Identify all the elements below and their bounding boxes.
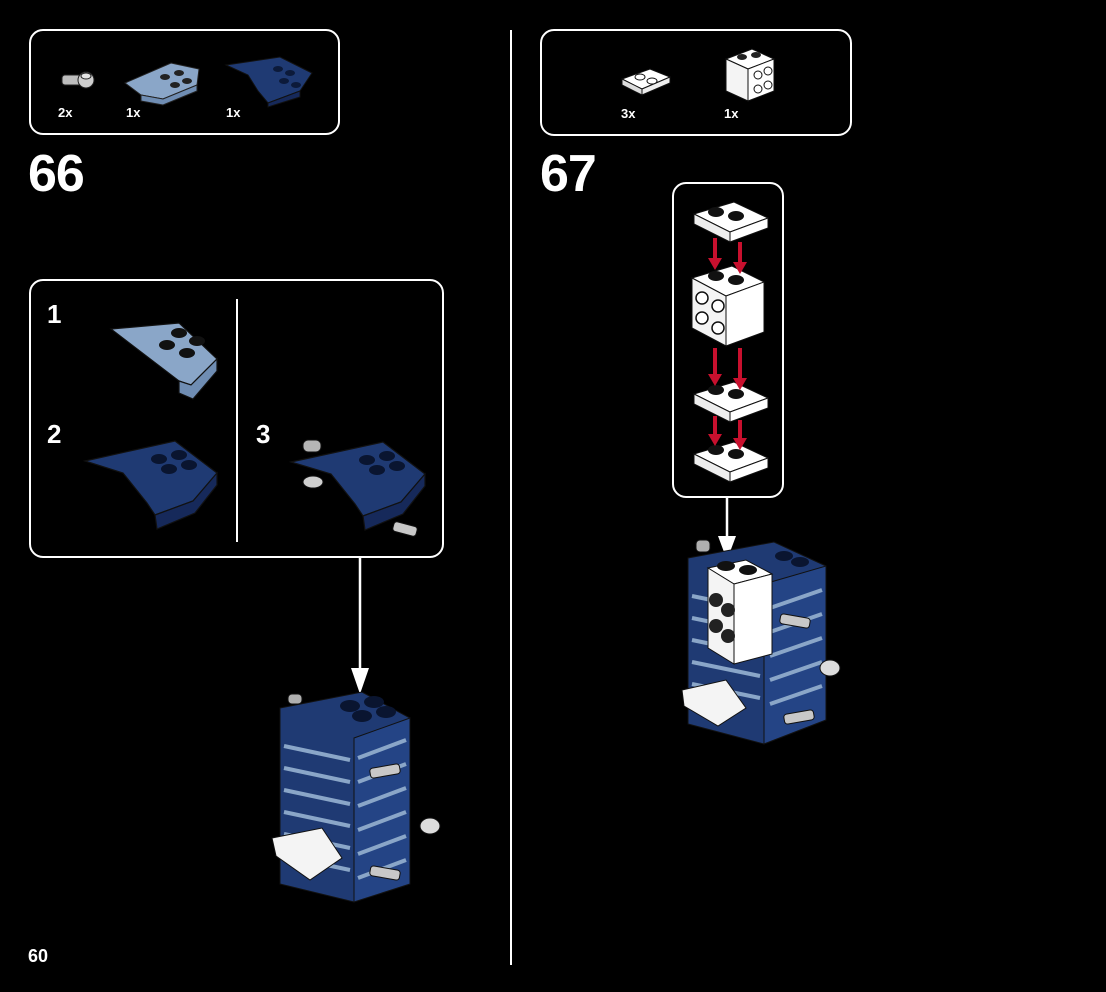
step-number-66: 66 bbox=[28, 145, 85, 203]
sand-blue-wedge-plate-icon bbox=[109, 322, 218, 400]
white-plate-1x2-icon bbox=[620, 68, 672, 96]
part-qty: 2x bbox=[58, 105, 73, 120]
dark-blue-wedge-with-clips-icon bbox=[288, 439, 426, 537]
dark-blue-wedge-plate-icon bbox=[82, 440, 218, 530]
page-divider bbox=[510, 30, 512, 965]
white-brick-with-studs-on-side-icon bbox=[724, 48, 776, 102]
part-qty: 1x bbox=[126, 105, 141, 120]
model-step-67-icon bbox=[681, 539, 841, 745]
substep-divider bbox=[236, 299, 238, 542]
sand-blue-wedge-plate-icon bbox=[124, 62, 200, 106]
step-number-67: 67 bbox=[540, 145, 597, 203]
substep-number-3: 3 bbox=[256, 419, 271, 449]
subassembly-callout bbox=[672, 182, 784, 498]
arrow-down-icon bbox=[351, 558, 369, 694]
white-stack-assembly-icon bbox=[690, 201, 770, 483]
dark-blue-wedge-plate-icon bbox=[224, 56, 313, 108]
substep-panel: 1 2 3 bbox=[29, 279, 444, 558]
parts-callout-step-67: 3x 1x bbox=[540, 29, 852, 136]
part-qty: 3x bbox=[621, 106, 636, 121]
part-qty: 1x bbox=[724, 106, 739, 121]
substep-number-1: 1 bbox=[47, 299, 62, 329]
arrow-down-icon bbox=[718, 498, 736, 560]
parts-callout-step-66: 2x 1x 1x bbox=[29, 29, 340, 135]
model-step-66-icon bbox=[271, 691, 441, 903]
part-qty: 1x bbox=[226, 105, 241, 120]
page-number: 60 bbox=[28, 946, 49, 966]
substep-number-2: 2 bbox=[47, 419, 62, 449]
light-gray-clip-plate-icon bbox=[61, 71, 95, 89]
